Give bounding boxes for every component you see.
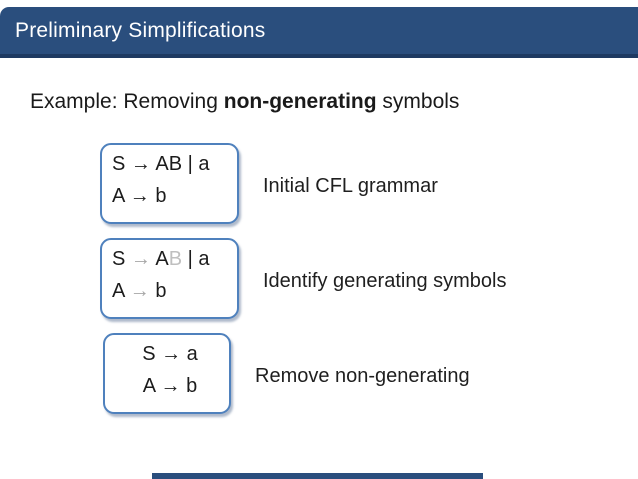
grammar-symbol-segment: B xyxy=(168,248,183,270)
grammar-production-line: S → AB | a xyxy=(112,243,237,275)
grammar-production-line: A → b xyxy=(112,180,237,212)
grammar-symbol-segment: → xyxy=(129,280,150,302)
grammar-production-line: A → b xyxy=(112,275,237,307)
step-row-remove-non-generating: S → a A → b Remove non-generating xyxy=(100,333,470,414)
footer-accent-bar xyxy=(152,473,483,479)
heading-emphasis: non-generating xyxy=(223,90,377,113)
example-heading: Example: Removing non-generating symbols xyxy=(30,90,459,114)
heading-prefix: Example: Removing xyxy=(30,90,224,113)
step-row-initial-grammar: S → AB | a A → b Initial CFL grammar xyxy=(100,143,438,224)
grammar-production-line: S → AB | a xyxy=(112,148,237,180)
slide-title: Preliminary Simplifications xyxy=(15,18,266,42)
step-caption: Initial CFL grammar xyxy=(263,175,438,197)
grammar-symbol-segment: S → AB | a xyxy=(112,153,210,175)
grammar-box-initial: S → AB | a A → b xyxy=(100,143,239,224)
heading-suffix: symbols xyxy=(376,90,460,113)
grammar-symbol-segment: b xyxy=(149,280,167,302)
grammar-symbol-segment: A → b xyxy=(112,185,167,207)
grammar-symbol-segment: | a xyxy=(182,248,210,270)
step-caption: Identify generating symbols xyxy=(263,270,507,292)
grammar-production-line: A → b xyxy=(111,370,229,402)
grammar-symbol-segment: → xyxy=(130,248,151,270)
grammar-symbol-segment: A xyxy=(112,280,130,302)
slide-title-bar: Preliminary Simplifications xyxy=(0,7,638,58)
grammar-symbol-segment: S → a xyxy=(142,343,198,365)
grammar-symbol-segment: A → b xyxy=(142,375,198,397)
step-caption: Remove non-generating xyxy=(255,365,470,387)
grammar-production-line: S → a xyxy=(111,338,229,370)
grammar-box-removed: S → a A → b xyxy=(103,333,231,414)
grammar-symbol-segment: A xyxy=(150,248,169,270)
grammar-symbol-segment: S xyxy=(112,248,131,270)
